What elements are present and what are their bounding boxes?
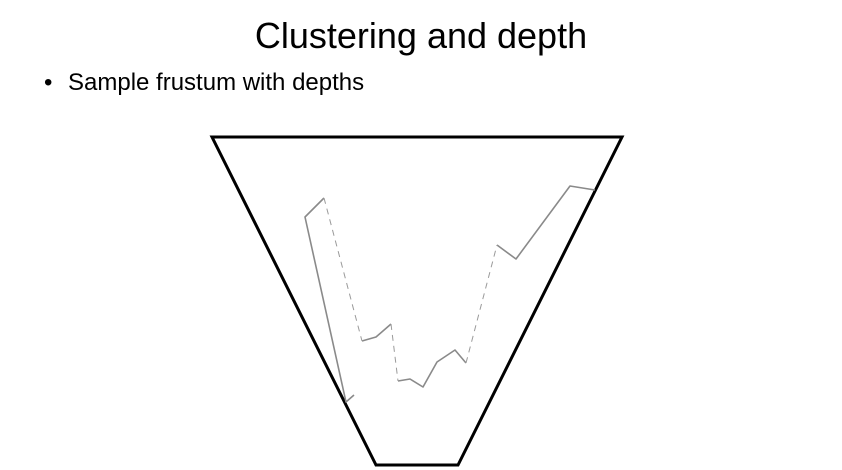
frustum-outline <box>209 135 625 467</box>
depth-segment-bottom <box>397 349 467 388</box>
depth-gaps <box>323 197 498 382</box>
bullet-item: • Sample frustum with depths <box>44 68 364 98</box>
bullet-text: Sample frustum with depths <box>68 69 365 96</box>
slide-title: Clustering and depth <box>254 15 588 56</box>
depth-gap-2 <box>390 323 399 382</box>
depth-gap-3 <box>465 244 498 364</box>
depth-segment-mid-left <box>361 323 392 342</box>
depth-segment-right-wall <box>496 185 596 260</box>
bullet-dot: • <box>44 69 53 96</box>
depth-gap-1 <box>323 197 363 342</box>
depth-surfaces <box>304 185 596 403</box>
depth-segment-left-wall <box>304 197 355 403</box>
